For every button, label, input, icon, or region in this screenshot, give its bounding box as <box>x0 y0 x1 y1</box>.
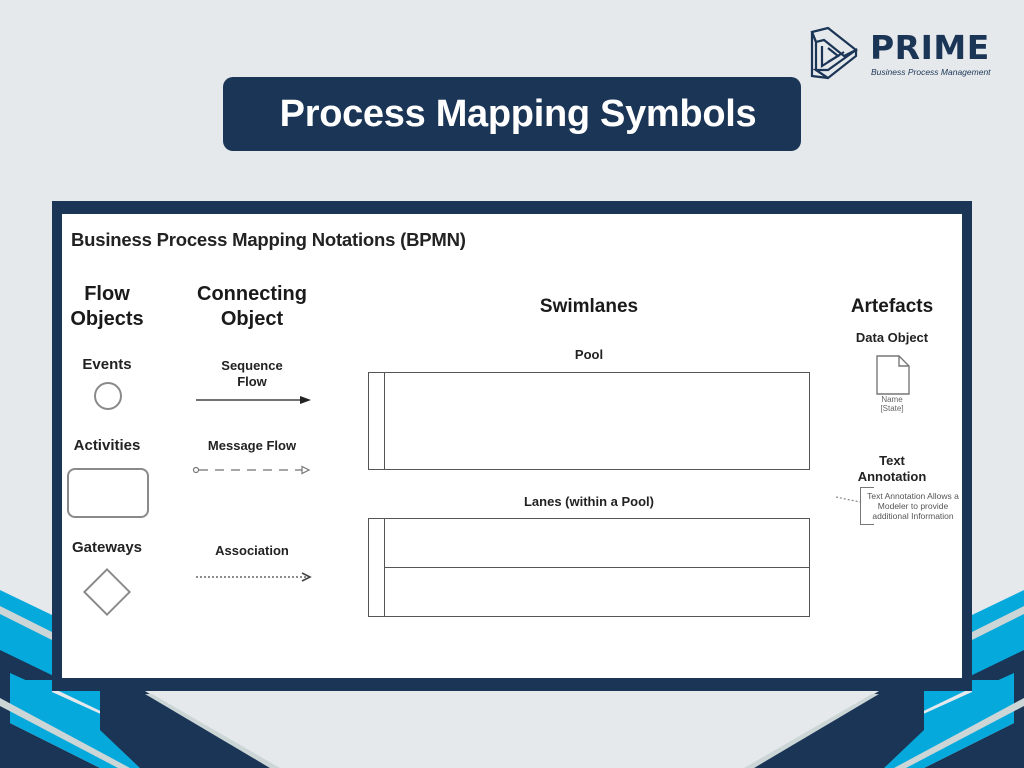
lane-divider <box>385 567 809 568</box>
sequence-flow-label: Sequence Flow <box>221 358 283 389</box>
gateway-diamond-icon <box>82 567 132 617</box>
text-annotation-label: Text Annotation <box>857 453 927 484</box>
page-title: Process Mapping Symbols <box>279 92 757 135</box>
panel-heading: Business Process Mapping Notations (BPMN… <box>71 229 466 250</box>
pool-label: Pool <box>574 347 604 362</box>
lanes-pool-header <box>369 519 385 616</box>
activity-rectangle-icon <box>67 468 149 518</box>
brand-tagline: Business Process Management <box>871 67 991 77</box>
pool-diagram <box>368 372 810 470</box>
activities-label: Activities <box>73 437 141 454</box>
event-circle-icon <box>94 382 122 410</box>
events-label: Events <box>82 356 132 373</box>
text-annotation-body: Text Annotation Allows a Modeler to prov… <box>867 491 959 521</box>
annotation-bracket-icon <box>860 487 874 525</box>
annotation-connector-icon <box>835 496 861 503</box>
lanes-diagram <box>368 518 810 617</box>
page-title-banner: Process Mapping Symbols <box>223 77 801 151</box>
gateways-label: Gateways <box>71 539 143 556</box>
prime-logo: PRIME Business Process Management <box>808 26 998 84</box>
message-flow-label: Message Flow <box>207 438 297 453</box>
data-object-label: Data Object <box>855 330 929 345</box>
data-object-name: Name [State] <box>880 395 904 413</box>
pool-header <box>369 373 385 469</box>
lanes-label: Lanes (within a Pool) <box>523 494 654 509</box>
association-arrow-icon <box>196 572 312 582</box>
bpmn-frame: Business Process Mapping Notations (BPMN… <box>52 201 972 691</box>
association-label: Association <box>215 543 289 558</box>
artefacts-heading: Artefacts <box>850 296 934 317</box>
swimlanes-heading: Swimlanes <box>539 296 639 317</box>
prime-logo-mark-icon <box>810 26 859 80</box>
bpmn-panel: Business Process Mapping Notations (BPMN… <box>62 214 962 678</box>
data-object-document-icon <box>876 355 910 395</box>
brand-name: PRIME <box>870 28 990 67</box>
sequence-flow-arrow-icon <box>196 396 311 404</box>
flow-objects-heading: Flow Objects <box>70 283 144 330</box>
connecting-object-heading: Connecting Object <box>197 283 307 330</box>
message-flow-arrow-icon <box>192 465 311 475</box>
